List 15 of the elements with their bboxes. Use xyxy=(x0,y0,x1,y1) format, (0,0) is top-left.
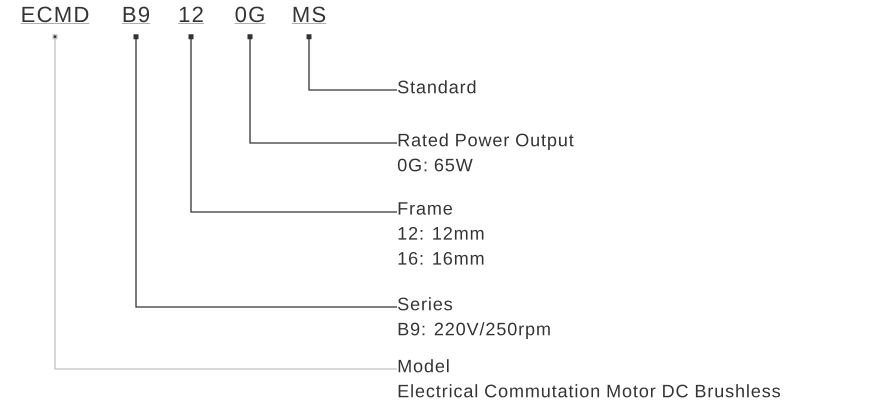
leader-line xyxy=(134,34,397,308)
code-segment: 0G xyxy=(234,6,266,24)
code-segment: 12 xyxy=(178,6,204,24)
leader-line xyxy=(52,34,397,370)
leader-line xyxy=(248,34,397,144)
code-segment: ECMD xyxy=(20,6,90,24)
description-text: Model Electrical Commutation Motor DC Brushless xyxy=(398,359,780,398)
code-segment: B9 xyxy=(122,6,150,24)
description-text: Frame 12: 12mm 16: 16mm xyxy=(398,202,484,265)
code-segment: MS xyxy=(292,6,326,24)
description-text: Standard xyxy=(398,80,476,94)
description-text: Series B9: 220V/250rpm xyxy=(398,297,550,339)
leader-line xyxy=(188,34,397,213)
leader-line xyxy=(306,34,397,91)
description-text: Rated Power Output 0G: 65W xyxy=(398,133,574,172)
